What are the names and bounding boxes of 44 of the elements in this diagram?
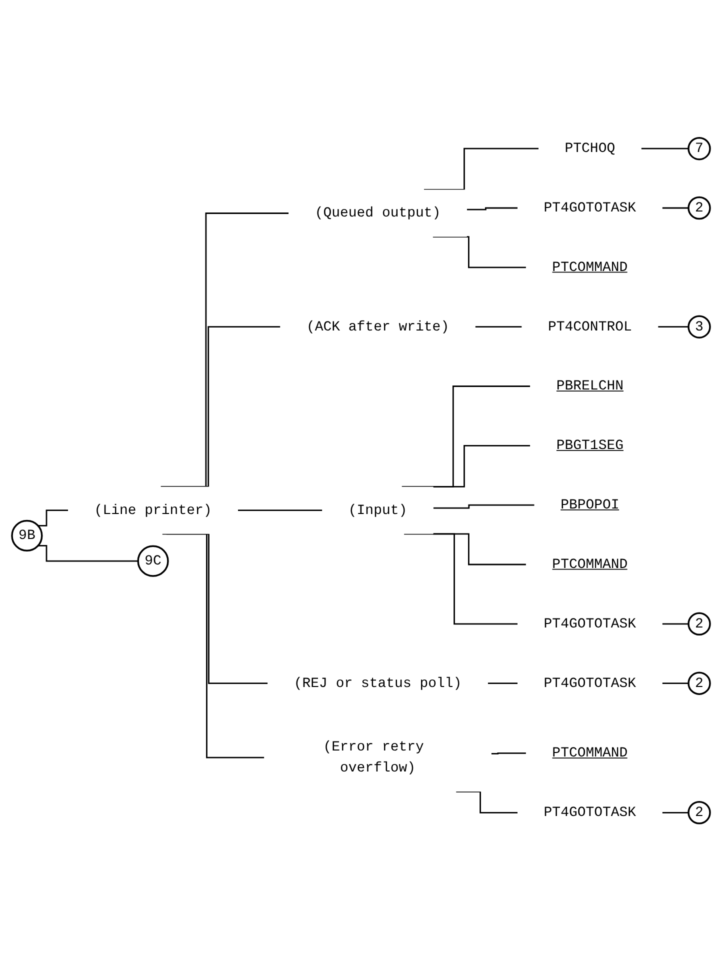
connector — [475, 326, 522, 328]
connector — [662, 682, 688, 684]
connector — [641, 148, 688, 150]
connector — [162, 533, 264, 758]
connector — [238, 510, 322, 511]
node-circle: 2 — [688, 612, 711, 636]
node-circle: 9B — [11, 520, 43, 552]
node-circle: 2 — [688, 196, 711, 220]
node-text: PT4GOTOTASK — [544, 804, 636, 820]
node-text: (ACK after write) — [306, 318, 450, 335]
node-text: PBPOPOI — [560, 497, 620, 513]
connector — [662, 623, 688, 624]
node-text: PTCOMMAND — [552, 556, 628, 572]
node-text: PTCOMMAND — [552, 259, 628, 276]
connector — [662, 207, 688, 209]
connector — [433, 504, 534, 509]
node-text: PTCOMMAND — [552, 745, 628, 761]
node-text: (Error retry overflow) — [323, 739, 424, 776]
connector — [424, 148, 539, 190]
connector — [38, 544, 138, 562]
connector — [658, 326, 688, 328]
connector — [160, 212, 289, 488]
node-text: PBGT1SEG — [556, 438, 624, 454]
connector — [456, 790, 518, 814]
node-circle: 9C — [137, 545, 169, 577]
node-circle: 2 — [688, 672, 711, 695]
connector — [402, 385, 530, 488]
node-text: PT4GOTOTASK — [544, 200, 636, 216]
connector — [466, 207, 518, 210]
node-text: PTCHOQ — [564, 140, 616, 156]
connector — [662, 812, 688, 814]
connector — [38, 510, 68, 526]
connector — [491, 752, 526, 754]
node-text: (REJ or status poll) — [294, 675, 462, 692]
connector — [488, 682, 518, 684]
node-circle: 3 — [688, 315, 711, 338]
node-circle: 7 — [688, 136, 711, 160]
node-text: PBRELCHN — [556, 378, 624, 394]
node-text: PT4CONTROL — [548, 318, 632, 335]
node-text: PT4GOTOTASK — [544, 675, 636, 692]
connector — [432, 236, 526, 268]
node-text: PT4GOTOTASK — [544, 616, 636, 632]
connector — [404, 533, 518, 624]
node-circle: 2 — [688, 800, 711, 824]
